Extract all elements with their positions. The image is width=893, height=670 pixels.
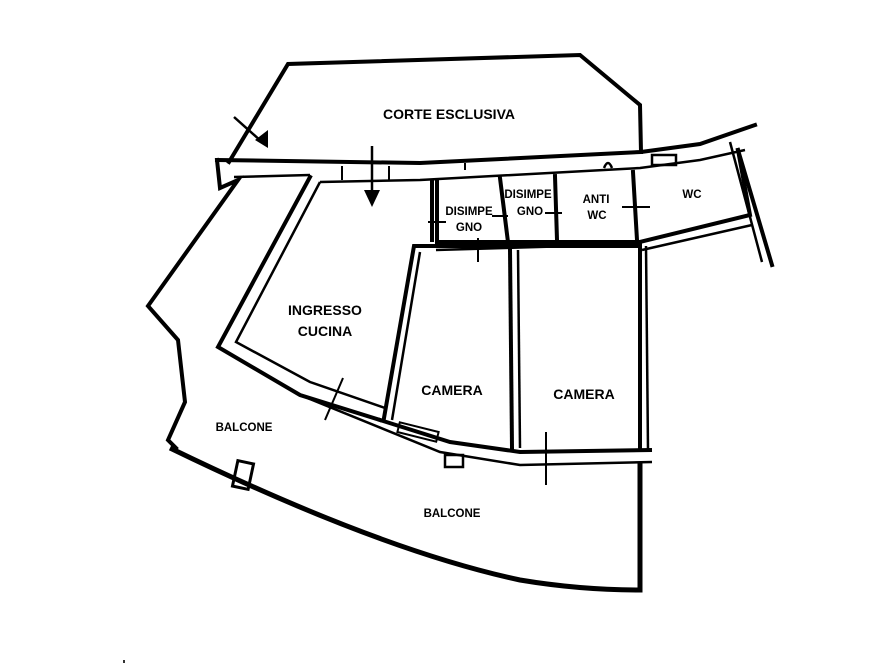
room-label-anti-wc: ANTI [583,194,610,206]
room-label-disimpegno-2b: GNO [517,206,543,218]
window-icon [396,421,440,443]
room-label-camera-2: CAMERA [553,386,614,402]
corte-esclusiva-area [226,52,644,165]
upper-exterior-wall [214,122,758,184]
room-label-corte-esclusiva: CORTE ESCLUSIVA [383,106,515,122]
room-label-balcone-2: BALCONE [424,508,481,520]
window-icon [650,153,678,167]
room-label-ingresso: INGRESSO [288,302,362,318]
ingresso-walls [215,174,434,423]
wc-walls [637,141,775,268]
west-balcony-wall [145,157,244,451]
door-icon [324,377,344,421]
camera-walls [381,244,650,485]
room-label-disimpegno-2: DISIMPE [504,189,552,201]
room-label-anti-wc-b: WC [587,210,606,222]
pillar-icon [230,458,256,492]
room-label-disimpegno-1b: GNO [456,222,482,234]
entrance-arrow-icon [364,146,380,207]
south-balcony-wall [168,445,643,593]
room-label-wc: WC [682,189,701,201]
room-label-camera-1: CAMERA [421,382,482,398]
room-label-cucina: CUCINA [298,323,352,339]
south-facade-wall [299,393,653,469]
room-label-disimpegno-1: DISIMPE [445,206,493,218]
room-label-balcone-1: BALCONE [216,422,273,434]
entrance-arrow-icon [233,116,268,148]
